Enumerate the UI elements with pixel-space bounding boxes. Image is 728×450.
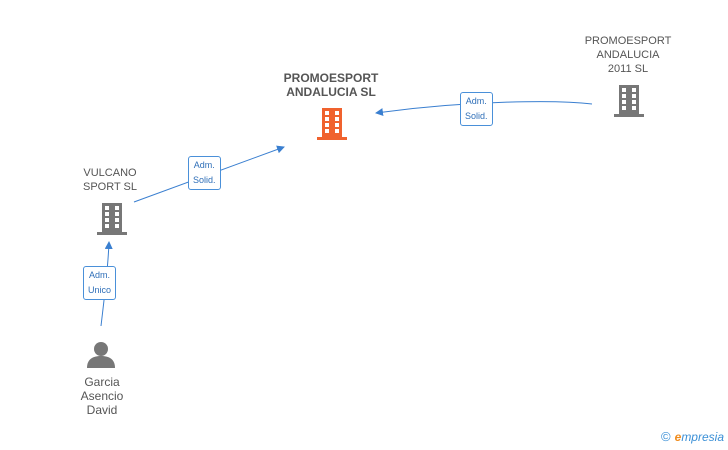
node-label-main-company[interactable]: PROMOESPORT ANDALUCIA SL <box>283 71 379 99</box>
building-icon-main[interactable] <box>317 108 347 140</box>
brand-logo: empresia <box>674 429 724 444</box>
node-label-vulcano[interactable]: VULCANO SPORT SL <box>82 167 137 193</box>
footer-brand: © empresia <box>661 429 724 444</box>
edge-label-person-to-vulcano: Adm. Unico <box>83 266 117 300</box>
building-icon-vulcano[interactable] <box>97 203 127 235</box>
node-label-person[interactable]: Garcia Asencio David <box>80 375 124 417</box>
edge-promoesport2011-to-main <box>375 101 593 117</box>
building-icon-promoesport-2011[interactable] <box>614 85 644 117</box>
edge-label-vulcano-to-main: Adm. Solid. <box>188 156 221 190</box>
node-label-promoesport-2011[interactable]: PROMOESPORT ANDALUCIA 2011 SL <box>584 35 672 75</box>
person-icon[interactable] <box>87 342 115 368</box>
copyright-symbol: © <box>661 429 671 444</box>
edge-label-promoesport2011-to-main: Adm. Solid. <box>460 92 493 126</box>
